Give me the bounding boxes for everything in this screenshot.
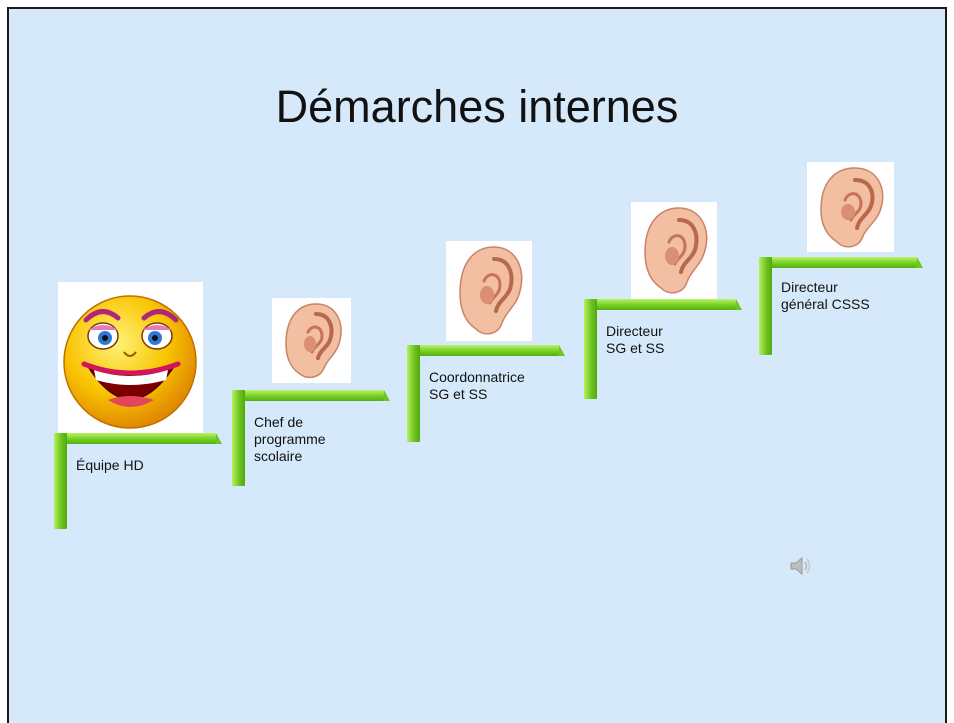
- step-riser: [407, 345, 420, 442]
- speaker-icon[interactable]: [788, 554, 814, 578]
- step-platform: [407, 345, 565, 356]
- step-platform: [232, 390, 390, 401]
- ear-icon: [272, 298, 351, 383]
- step-platform: [759, 257, 923, 268]
- step-riser: [584, 299, 597, 399]
- step-riser: [232, 390, 245, 486]
- step-platform: [54, 433, 222, 444]
- slide-title: Démarches internes: [275, 81, 679, 132]
- step-riser: [54, 433, 67, 529]
- ear-icon: [807, 162, 894, 252]
- step-label: Équipe HD: [76, 457, 144, 473]
- step-riser: [759, 257, 772, 355]
- step-label: Chef de programme scolaire: [254, 414, 326, 464]
- step-label: Directeur SG et SS: [606, 323, 665, 356]
- step-platform: [584, 299, 742, 310]
- ear-icon: [631, 202, 717, 299]
- slide: Démarches internes: [7, 7, 947, 723]
- step-label: Directeur général CSSS: [781, 279, 870, 312]
- smiley-face-icon: [58, 282, 203, 434]
- step-label: Coordonnatrice SG et SS: [429, 369, 525, 402]
- ear-icon: [446, 241, 532, 341]
